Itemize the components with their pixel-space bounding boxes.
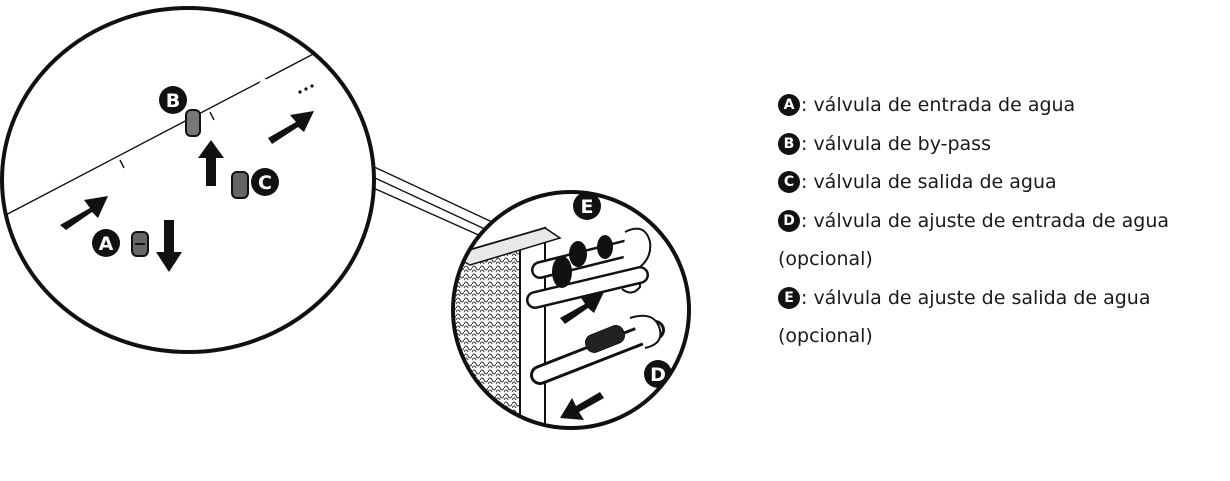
legend-text-d-optional: (opcional) — [778, 248, 873, 271]
pipe-d — [530, 314, 665, 385]
badge-e: E — [573, 192, 601, 220]
return-pipe — [134, 169, 374, 331]
legend-badge-a: A — [778, 94, 800, 117]
svg-text:E: E — [581, 196, 594, 218]
valve-c — [231, 171, 249, 199]
valve-legend: A : válvula de entrada de agua B : válvu… — [778, 86, 1218, 356]
legend-badge-b: B — [778, 132, 800, 155]
valve-b — [185, 109, 201, 137]
flow-arrow-right-out — [560, 392, 604, 420]
badge-a: A — [92, 229, 120, 257]
legend-item-e-optional: (opcional) — [778, 317, 1218, 356]
legend-item-d-optional: (opcional) — [778, 240, 1218, 279]
legend-text-e: : válvula de ajuste de salida de agua — [801, 286, 1151, 309]
outlet-pipe — [234, 104, 374, 241]
valve-a — [131, 231, 149, 257]
legend-badge-e: E — [778, 286, 800, 309]
legend-item-b: B : válvula de by-pass — [778, 125, 1218, 164]
right-detail-circle: E D — [451, 190, 691, 430]
legend-item-c: C : válvula de salida de agua — [778, 163, 1218, 202]
legend-badge-d: D — [778, 209, 800, 232]
flow-arrow-right-in — [560, 292, 604, 324]
pipe-middle — [526, 256, 649, 309]
badge-b: B — [159, 86, 187, 114]
badge-c: C — [251, 168, 279, 196]
flow-arrow-up — [198, 140, 224, 186]
legend-text-b: : válvula de by-pass — [801, 132, 991, 155]
legend-text-a: : válvula de entrada de agua — [801, 94, 1076, 117]
legend-item-d: D : válvula de ajuste de entrada de agua — [778, 202, 1218, 241]
svg-text:D: D — [650, 364, 666, 386]
legend-text-d: : válvula de ajuste de entrada de agua — [801, 209, 1170, 232]
svg-text:C: C — [258, 172, 272, 194]
flow-arrow-out — [268, 111, 314, 144]
left-detail-circle: A B C — [0, 6, 376, 354]
legend-text-e-optional: (opcional) — [778, 325, 873, 348]
flow-arrow-in — [60, 196, 108, 230]
svg-text:A: A — [99, 233, 114, 255]
legend-text-c: : válvula de salida de agua — [801, 171, 1057, 194]
svg-text:B: B — [166, 90, 180, 112]
legend-item-a: A : válvula de entrada de agua — [778, 86, 1218, 125]
upper-branch-pipe — [259, 59, 346, 106]
legend-item-e: E : válvula de ajuste de salida de agua — [778, 279, 1218, 318]
legend-badge-c: C — [778, 171, 800, 194]
flow-arrow-down — [156, 220, 182, 272]
